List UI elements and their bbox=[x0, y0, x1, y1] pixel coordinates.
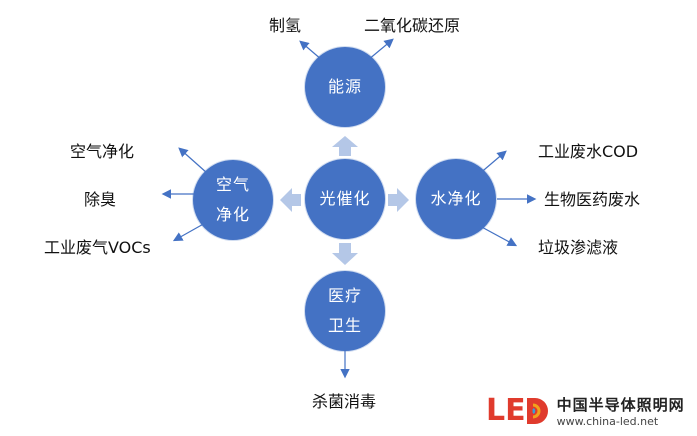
logo-text: 中国半导体照明网 www.china-led.net bbox=[557, 394, 685, 428]
node-medical: 医疗 卫生 bbox=[305, 271, 385, 351]
arrow-to-water-3 bbox=[477, 224, 518, 247]
node-water-label: 水净化 bbox=[430, 189, 482, 208]
node-water-purification: 水净化 bbox=[416, 159, 496, 239]
node-air-purification: 空气 净化 bbox=[193, 160, 273, 240]
label-air-purification: 空气净化 bbox=[70, 142, 135, 161]
logo-letter-l: L bbox=[486, 393, 506, 428]
arrow-to-air-1 bbox=[178, 147, 208, 174]
node-medical-line2: 卫生 bbox=[327, 316, 362, 335]
block-arrow-right bbox=[388, 188, 409, 212]
label-deodorization: 除臭 bbox=[84, 190, 117, 209]
logo-url: www.china-led.net bbox=[556, 415, 659, 428]
node-energy-label: 能源 bbox=[327, 77, 362, 96]
node-air-line1: 空气 bbox=[215, 175, 250, 194]
label-hydrogen: 制氢 bbox=[269, 16, 302, 35]
led-logo-mark: L E bbox=[486, 396, 551, 426]
logo-chinese-name: 中国半导体照明网 bbox=[556, 396, 685, 414]
block-arrow-left bbox=[280, 188, 301, 212]
label-landfill-leachate: 垃圾渗滤液 bbox=[538, 238, 619, 257]
label-biomedical-wastewater: 生物医药废水 bbox=[544, 190, 641, 209]
china-led-logo: L E 中国半导体照明网 www.china-led.net bbox=[486, 393, 685, 429]
block-arrow-down bbox=[332, 243, 358, 265]
node-photocatalysis: 光催化 bbox=[305, 159, 385, 239]
label-industrial-exhaust-vocs: 工业废气VOCs bbox=[44, 238, 151, 257]
node-energy: 能源 bbox=[305, 47, 385, 127]
node-medical-line1: 医疗 bbox=[327, 286, 362, 305]
logo-d-icon bbox=[526, 398, 548, 424]
label-industrial-wastewater: 工业废水COD bbox=[538, 142, 639, 161]
block-arrow-up bbox=[332, 136, 358, 156]
node-air-line2: 净化 bbox=[215, 205, 250, 224]
label-sterilization: 杀菌消毒 bbox=[312, 392, 377, 411]
node-photocatalysis-label: 光催化 bbox=[319, 189, 371, 208]
label-co2-reduction: 二氧化碳还原 bbox=[364, 16, 461, 35]
logo-letter-e: E bbox=[505, 393, 525, 428]
